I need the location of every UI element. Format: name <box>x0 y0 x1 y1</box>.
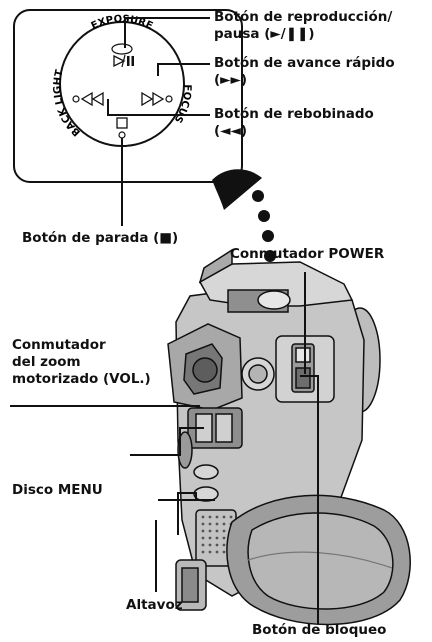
fast-forward-button[interactable] <box>141 91 173 107</box>
rewind-button[interactable] <box>72 91 104 107</box>
label-menu-dial: Disco MENU <box>12 482 103 498</box>
label-speaker: Altavoz <box>126 597 183 613</box>
label-rewind-line1: Botón de rebobinado <box>214 106 374 122</box>
leader-lines-camera <box>10 272 319 624</box>
leader-lines-dial <box>107 17 210 226</box>
label-power-zoom-line3: motorizado (VOL.) <box>12 371 151 387</box>
label-lock-button: Botón de bloqueo <box>252 622 387 638</box>
label-play-pause-button: Botón de reproducción/ pausa (►/❚❚) <box>214 9 392 43</box>
label-power-zoom-switch: Conmutador del zoom motorizado (VOL.) <box>12 337 151 388</box>
camcorder-illustration <box>167 248 411 626</box>
label-fast-forward-line1: Botón de avance rápido <box>214 55 395 71</box>
label-power-zoom-line1: Conmutador <box>12 337 106 353</box>
label-play-pause-line2: pausa (►/❚❚) <box>214 26 315 42</box>
label-rewind-line2: (◄◄) <box>214 123 248 139</box>
label-power-switch: Conmutador POWER <box>230 246 385 262</box>
label-stop-button: Botón de parada (■) <box>22 230 179 246</box>
label-fast-forward-button: Botón de avance rápido (►►) <box>214 55 395 89</box>
label-power-zoom-line2: del zoom <box>12 354 81 370</box>
label-rewind-button: Botón de rebobinado (◄◄) <box>214 106 374 140</box>
label-play-pause-line1: Botón de reproducción/ <box>214 9 393 25</box>
play-pause-button[interactable] <box>111 43 134 68</box>
label-fast-forward-line2: (►►) <box>214 72 248 88</box>
